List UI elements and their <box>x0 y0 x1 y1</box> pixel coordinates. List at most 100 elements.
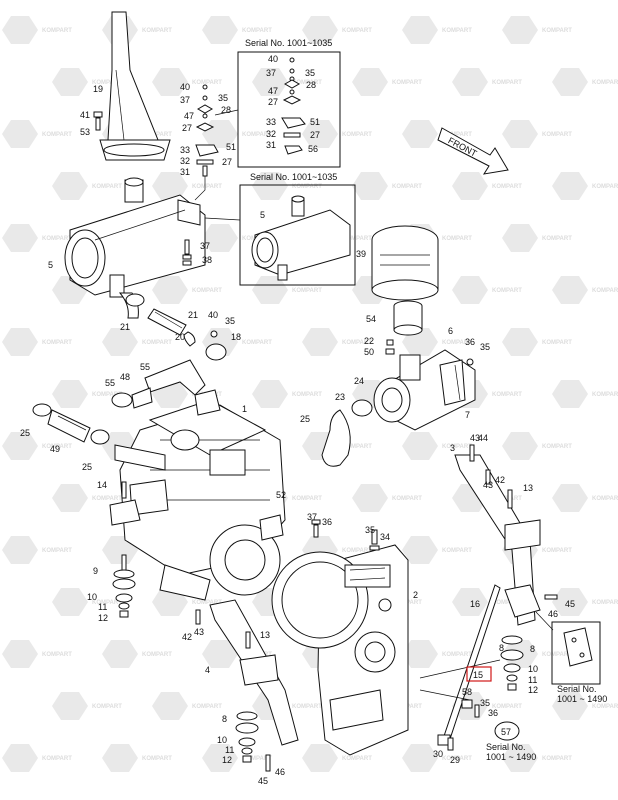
callout: 38 <box>202 255 212 265</box>
watermark-hexagon <box>202 224 238 252</box>
callout: 53 <box>80 127 90 137</box>
pipe-55 <box>111 359 206 409</box>
serial-box-top <box>237 51 341 168</box>
callout: 27 <box>182 123 192 133</box>
callout: 36 <box>488 708 498 718</box>
watermark-text: KOMPART <box>292 392 322 398</box>
watermark-text: KOMPART <box>92 184 122 190</box>
callout: 16 <box>470 599 480 609</box>
watermark-text: KOMPART <box>542 236 572 242</box>
callout: 28 <box>221 105 231 115</box>
callout: 25 <box>82 462 92 472</box>
callout: 6 <box>448 326 453 336</box>
watermark-hexagon <box>102 328 138 356</box>
callout-57-circled: 57 <box>494 721 520 741</box>
bolt-14 <box>121 481 127 499</box>
watermark-hexagon <box>502 120 538 148</box>
watermark-text: KOMPART <box>542 548 572 554</box>
watermark-hexagon <box>2 432 38 460</box>
callout: 49 <box>50 444 60 454</box>
watermark-text: KOMPART <box>42 652 72 658</box>
watermark-text: KOMPART <box>492 704 522 710</box>
watermark-text: KOMPART <box>42 340 72 346</box>
watermark-text: KOMPART <box>192 704 222 710</box>
callout: 44 <box>478 433 488 443</box>
callout: 35 <box>480 698 490 708</box>
watermark-hexagon <box>2 120 38 148</box>
callout-15-highlighted[interactable]: 15 <box>466 666 492 682</box>
elbow-18-40 <box>205 330 227 361</box>
watermark-text: KOMPART <box>492 288 522 294</box>
callout: 25 <box>300 414 310 424</box>
callout: 45 <box>258 776 268 786</box>
leader-box-right <box>535 611 554 631</box>
watermark-hexagon <box>302 744 338 772</box>
watermark-text: KOMPART <box>142 340 172 346</box>
mount-stack-9-12 <box>112 554 136 618</box>
watermark-text: KOMPART <box>242 756 272 762</box>
watermark-hexagon <box>402 120 438 148</box>
watermark-hexagon <box>502 328 538 356</box>
watermark-hexagon <box>2 536 38 564</box>
watermark-text: KOMPART <box>492 600 522 606</box>
callout: 35 <box>218 93 228 103</box>
callout: 13 <box>260 630 270 640</box>
watermark-hexagon <box>502 16 538 44</box>
callout-labels: 19 41 53 5 37 38 40 37 35 28 47 27 33 51… <box>20 38 607 786</box>
watermark-text: KOMPART <box>592 184 618 190</box>
watermark-text: KOMPART <box>442 340 472 346</box>
watermark-hexagon <box>202 744 238 772</box>
callout: 7 <box>465 410 470 420</box>
watermark-text: KOMPART <box>142 28 172 34</box>
callout: 47 <box>184 111 194 121</box>
watermark-text: KOMPART <box>542 756 572 762</box>
callout: 35 <box>305 68 315 78</box>
watermark-text: KOMPART <box>392 184 422 190</box>
callout: 10 <box>87 592 97 602</box>
watermark-text: KOMPART <box>342 756 372 762</box>
callout: 43 <box>470 433 480 443</box>
callout: 10 <box>528 664 538 674</box>
watermark-text: KOMPART <box>592 496 618 502</box>
callout: 42 <box>495 475 505 485</box>
watermark-text: KOMPART <box>492 392 522 398</box>
watermark-text: KOMPART <box>342 548 372 554</box>
watermark-text: KOMPART <box>542 132 572 138</box>
watermark-hexagon <box>352 484 388 512</box>
callout: 24 <box>354 376 364 386</box>
watermark-text: KOMPART <box>192 80 222 86</box>
callout: 5 <box>48 260 53 270</box>
callout: 18 <box>231 332 241 342</box>
watermark-text: KOMPART <box>92 704 122 710</box>
bolt-29-30 <box>447 737 454 751</box>
watermark-hexagon <box>452 588 488 616</box>
watermark-hexagon <box>252 68 288 96</box>
watermark-text: KOMPART <box>542 652 572 658</box>
callout: 5 <box>260 210 265 220</box>
callout: 40 <box>208 310 218 320</box>
serial-note-middle: Serial No. 1001~1035 <box>250 172 337 182</box>
watermark-hexagon <box>402 432 438 460</box>
leader-box-middle <box>204 217 241 221</box>
watermark-text: KOMPART <box>142 652 172 658</box>
watermark-hexagon <box>402 536 438 564</box>
mount-right-46 <box>504 584 558 618</box>
watermark-hexagon <box>552 484 588 512</box>
bolt-41-53 <box>93 111 103 131</box>
callout: 51 <box>310 117 320 127</box>
watermark-text: KOMPART <box>292 184 322 190</box>
watermark-text: KOMPART <box>92 80 122 86</box>
callout: 13 <box>523 483 533 493</box>
callout: 27 <box>222 157 232 167</box>
hose-49-25 <box>32 403 110 445</box>
watermark-text: KOMPART <box>142 756 172 762</box>
callout: 20 <box>175 332 185 342</box>
watermark-hexagon <box>452 172 488 200</box>
watermark-text: KOMPART <box>42 28 72 34</box>
callout: 33 <box>180 145 190 155</box>
watermark-text: KOMPART <box>342 444 372 450</box>
leader-box-top <box>214 109 239 116</box>
bracket-3 <box>454 454 541 626</box>
callout: 54 <box>366 314 376 324</box>
